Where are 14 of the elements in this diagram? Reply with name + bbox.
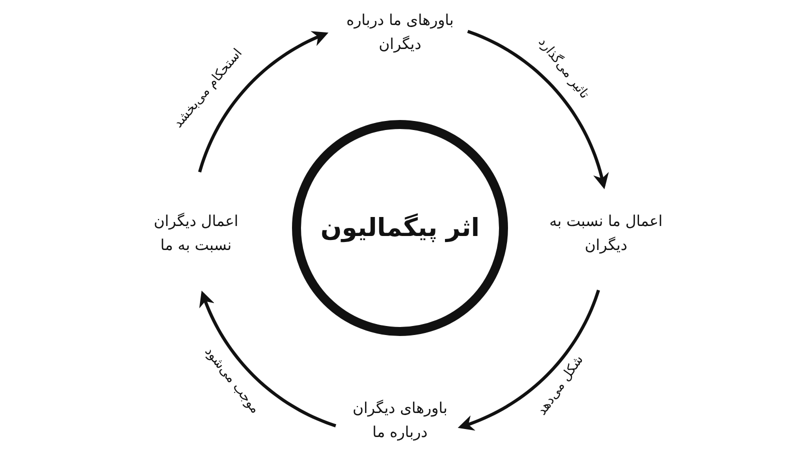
node-text: اعمال ما نسبت به دیگران [548, 211, 664, 256]
edge-label: تاثیر می‌گذارد [534, 34, 592, 102]
edge-label: شکل می‌دهد [534, 352, 586, 418]
node-text: اعمال دیگران نسبت به ما [152, 211, 240, 256]
curved-arrow [467, 30, 609, 190]
curved-arrow [458, 290, 600, 431]
node-text: باورهای دیگران درباره ما [352, 398, 448, 443]
central-title: اثر پیگمالیون [320, 212, 480, 244]
central-circle [292, 120, 508, 336]
curved-arrow [199, 290, 336, 428]
node-text: باورهای ما درباره دیگران [345, 10, 455, 55]
curved-arrow [198, 31, 328, 173]
edge-label: استحکام می‌بخشد [170, 46, 246, 130]
edge-label: موجب می‌شود [201, 344, 262, 416]
